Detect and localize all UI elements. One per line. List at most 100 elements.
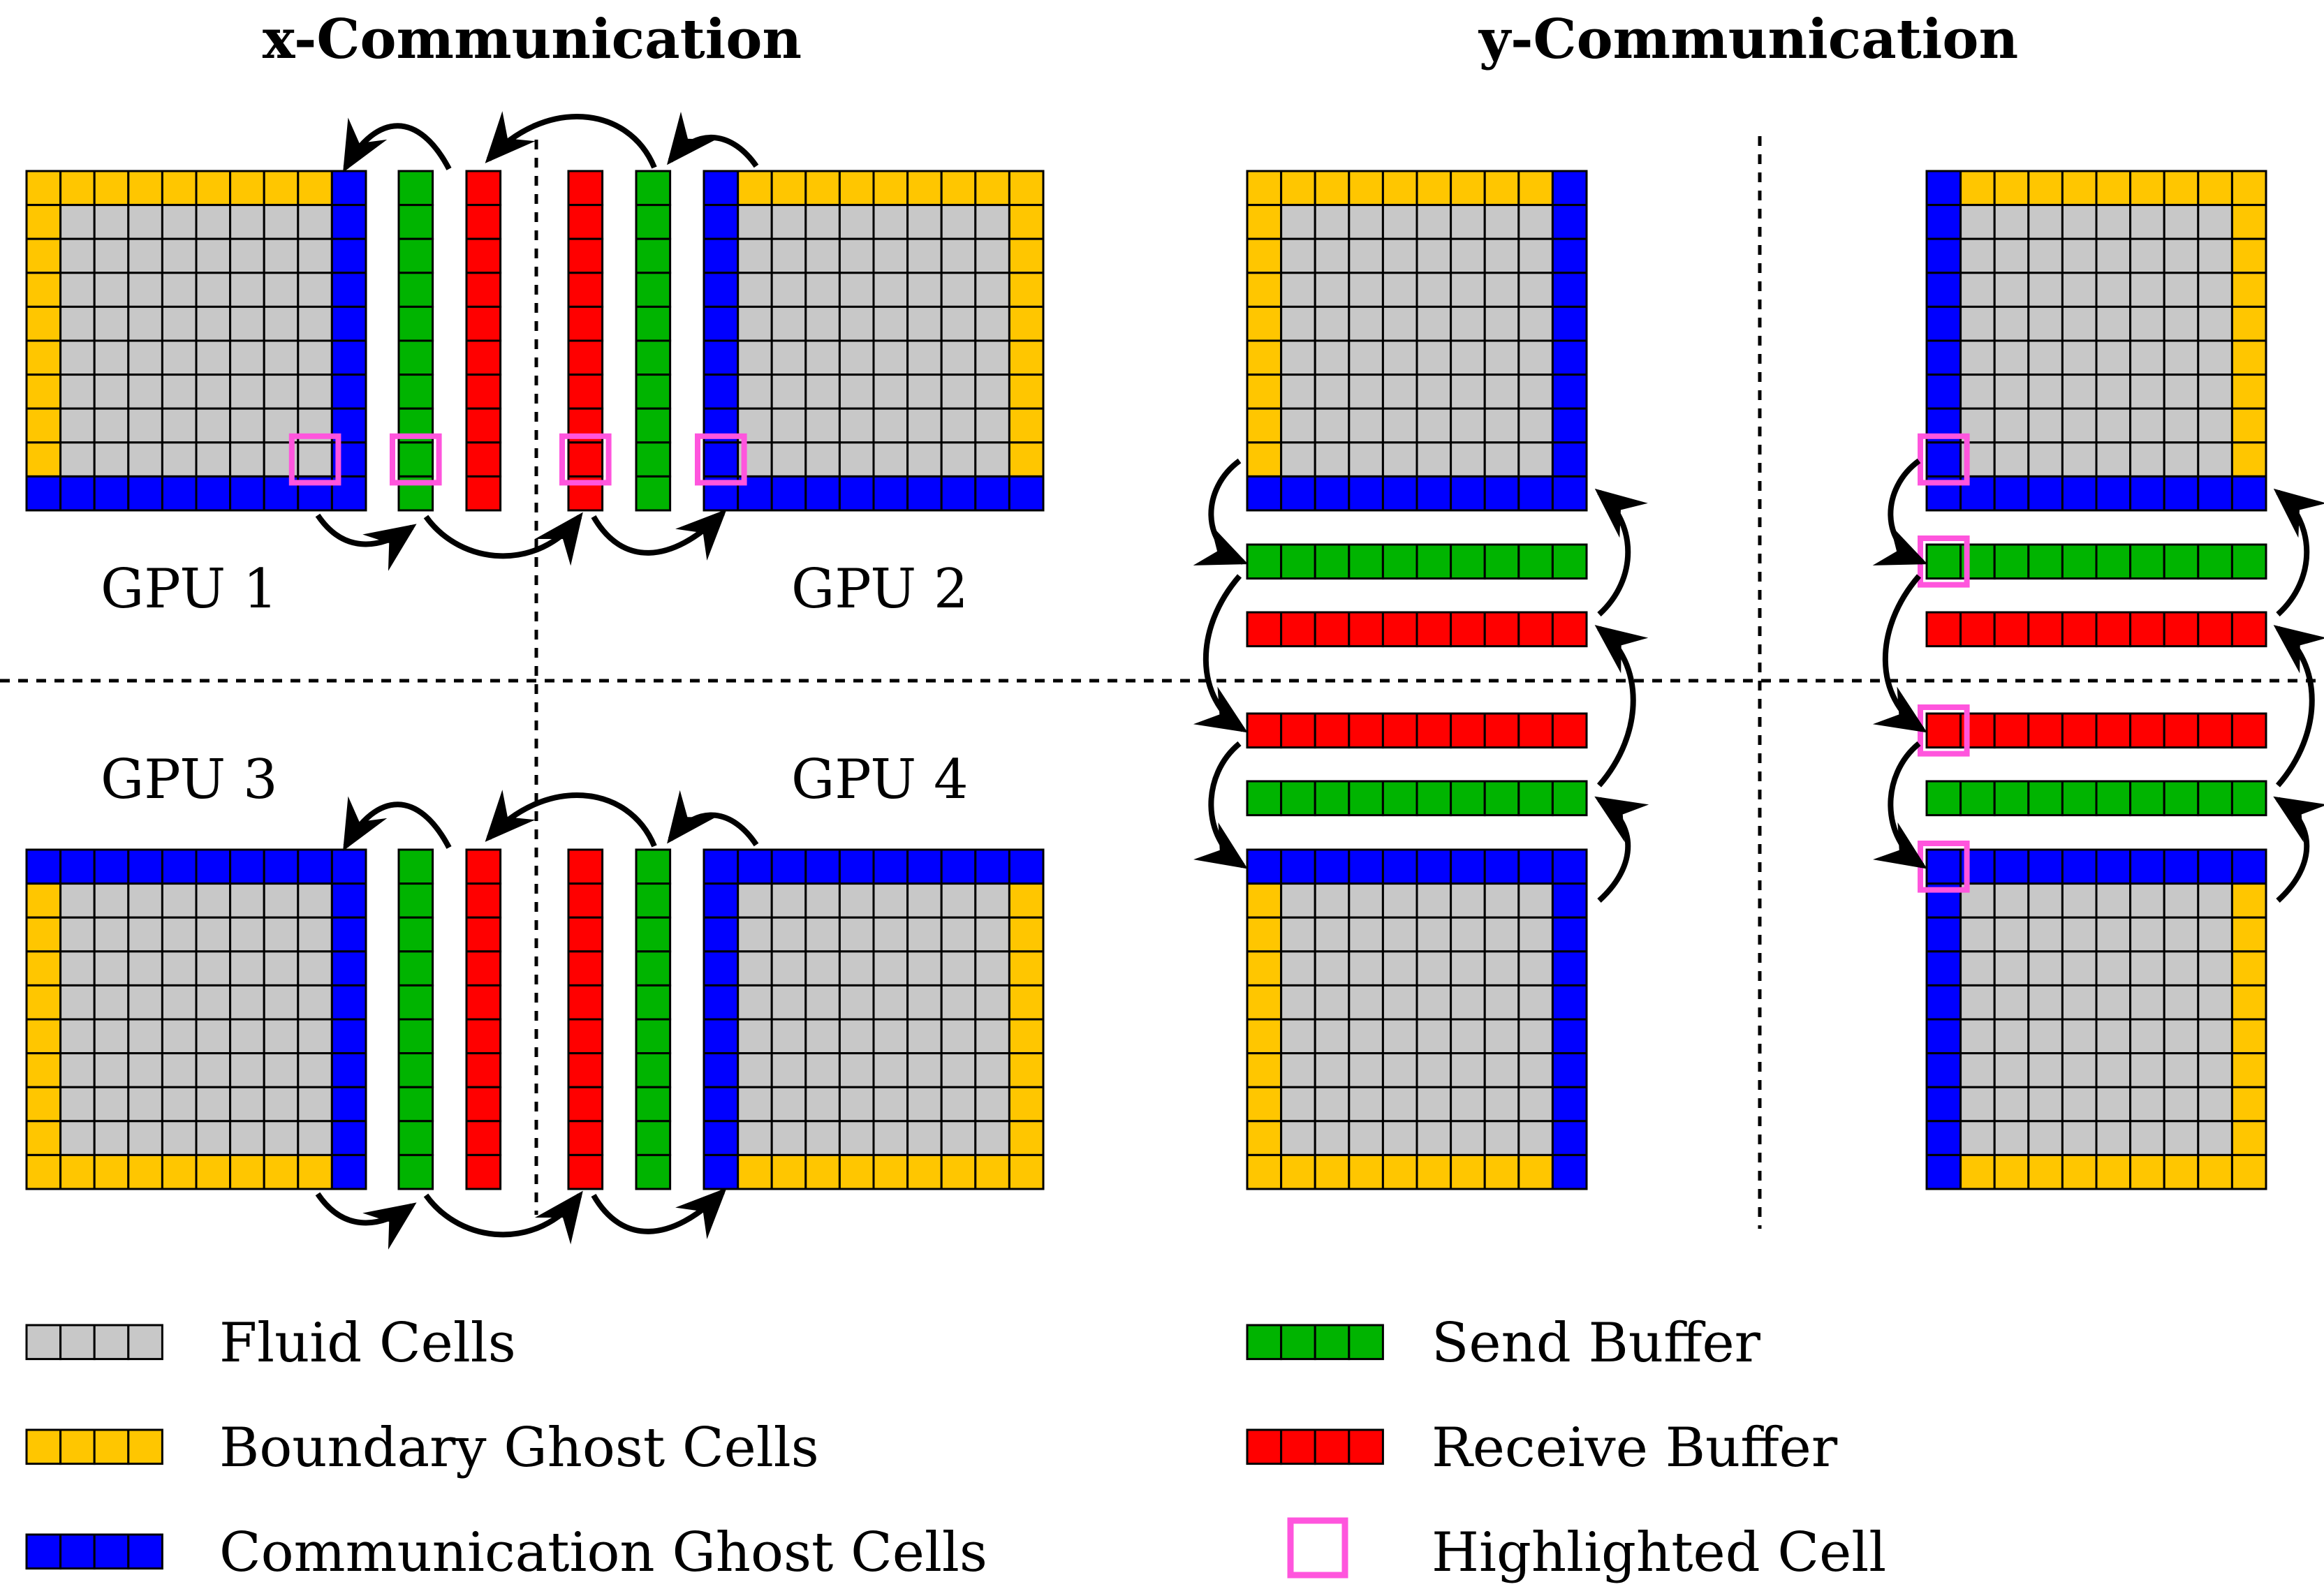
grid-cell	[838, 848, 875, 885]
buffer-cell	[635, 339, 672, 376]
grid-cell	[1314, 1086, 1351, 1123]
grid-cell	[770, 305, 807, 342]
grid-cell	[1348, 407, 1384, 444]
grid-cell	[703, 441, 740, 478]
grid-cell	[1993, 339, 2030, 376]
buffer-cell	[1450, 712, 1486, 749]
grid-cell	[25, 848, 62, 885]
grid-cell	[1925, 374, 1962, 410]
grid-cell	[161, 1052, 198, 1088]
buffer-cell	[635, 916, 672, 953]
grid-cell	[974, 305, 1010, 342]
grid-cell	[872, 950, 909, 987]
grid-cell	[229, 374, 265, 410]
grid-cell	[2061, 1086, 2098, 1123]
grid-cell	[804, 339, 841, 376]
grid-cell	[1925, 339, 1962, 376]
grid-cell	[25, 1086, 62, 1123]
grid-cell	[25, 237, 62, 274]
y-gpu2-block	[1925, 170, 2267, 512]
grid-cell	[1415, 407, 1452, 444]
grid-cell	[2197, 441, 2233, 478]
grid-cell	[1381, 1052, 1418, 1088]
grid-cell	[59, 1018, 96, 1055]
grid-cell	[195, 1052, 232, 1088]
grid-cell	[1483, 272, 1520, 308]
grid-cell	[195, 170, 232, 207]
grid-cell	[872, 339, 909, 376]
swatch-cell	[59, 1428, 96, 1465]
buffer-cell	[2163, 712, 2200, 749]
buffer-cell	[1314, 712, 1351, 749]
buffer-cell	[397, 1153, 434, 1190]
buffer-cell	[1925, 712, 1962, 749]
grid-cell	[974, 1018, 1010, 1055]
gpu-label-2: GPU 2	[791, 558, 969, 621]
grid-cell	[1415, 848, 1452, 885]
grid-cell	[2197, 916, 2233, 953]
grid-cell	[770, 204, 807, 240]
swatch-cell	[1348, 1324, 1384, 1361]
grid-cell	[229, 339, 265, 376]
grid-cell	[1246, 339, 1283, 376]
buffer-cell	[2061, 780, 2098, 817]
grid-cell	[940, 1052, 977, 1088]
grid-cell	[1381, 984, 1418, 1021]
grid-cell	[2230, 305, 2267, 342]
grid-cell	[1246, 170, 1283, 207]
y-arrow-left-2	[1193, 574, 1248, 733]
grid-cell	[127, 305, 163, 342]
grid-cell	[974, 1120, 1010, 1156]
grid-cell	[940, 475, 977, 512]
grid-cell	[804, 272, 841, 308]
grid-cell	[93, 984, 130, 1021]
grid-cell	[127, 272, 163, 308]
buffer-cell	[635, 441, 672, 478]
grid-cell	[1008, 848, 1045, 885]
grid-cell	[2129, 1120, 2165, 1156]
buffer-cell	[465, 339, 502, 376]
grid-cell	[127, 916, 163, 953]
grid-cell	[1517, 1120, 1554, 1156]
y-recv-strip-2-right	[1925, 712, 2267, 749]
grid-cell	[2095, 407, 2132, 444]
buffer-cell	[397, 882, 434, 919]
grid-cell	[1280, 305, 1316, 342]
grid-cell	[1280, 475, 1316, 512]
grid-cell	[1551, 305, 1588, 342]
buffer-cell	[2027, 712, 2064, 749]
grid-cell	[770, 984, 807, 1021]
grid-cell	[297, 1018, 333, 1055]
grid-cell	[1415, 374, 1452, 410]
grid-cell	[1517, 339, 1554, 376]
grid-cell	[1280, 339, 1316, 376]
grid-cell	[25, 374, 62, 410]
grid-cell	[737, 237, 773, 274]
y-arrow-left-4	[1872, 458, 1928, 566]
grid-cell	[2095, 1153, 2132, 1190]
buffer-cell	[397, 204, 434, 240]
grid-cell	[2061, 204, 2098, 240]
grid-cell	[1959, 374, 1996, 410]
grid-cell	[804, 848, 841, 885]
grid-cell	[127, 1153, 163, 1190]
grid-cell	[1925, 1153, 1962, 1190]
grid-cell	[1959, 272, 1996, 308]
grid-cell	[93, 1086, 130, 1123]
buffer-cell	[1314, 780, 1351, 817]
grid-cell	[1450, 339, 1486, 376]
grid-cell	[838, 237, 875, 274]
grid-cell	[1925, 204, 1962, 240]
grid-cell	[1517, 170, 1554, 207]
grid-cell	[2061, 272, 2098, 308]
grid-cell	[297, 950, 333, 987]
grid-cell	[229, 407, 265, 444]
grid-cell	[2027, 848, 2064, 885]
grid-cell	[59, 475, 96, 512]
grid-cell	[161, 1018, 198, 1055]
grid-cell	[127, 1120, 163, 1156]
grid-cell	[872, 1086, 909, 1123]
grid-cell	[2129, 1018, 2165, 1055]
grid-cell	[1993, 204, 2030, 240]
grid-cell	[2197, 407, 2233, 444]
